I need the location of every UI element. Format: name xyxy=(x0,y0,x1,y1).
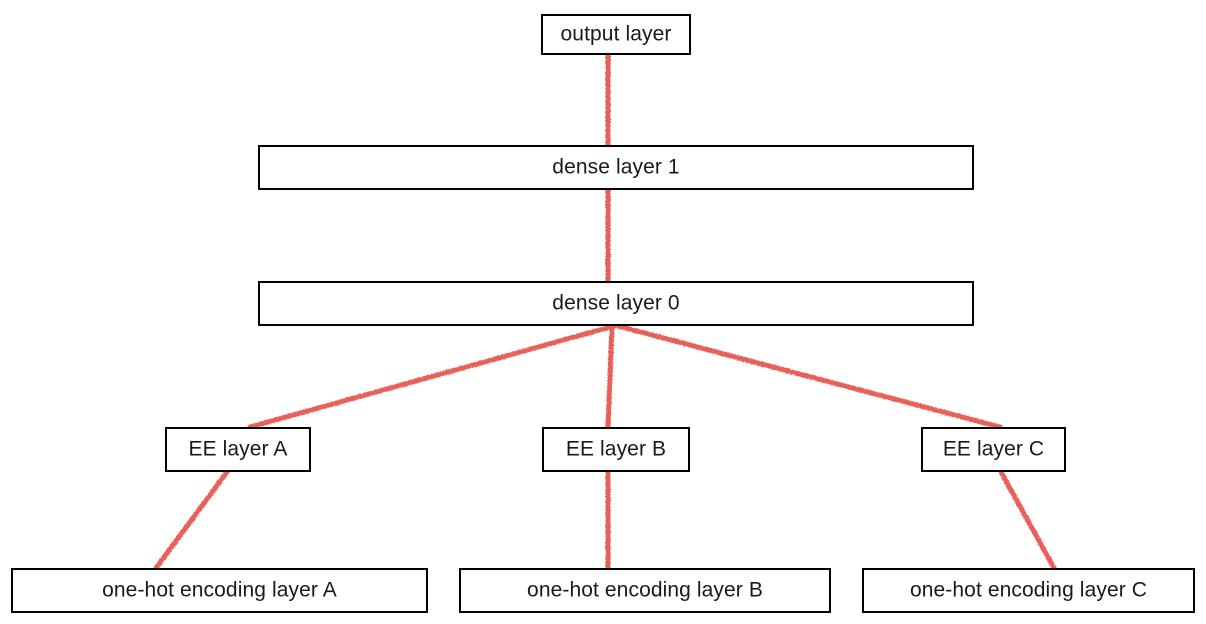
node-label-ee-layer-b: EE layer B xyxy=(565,437,667,461)
node-dense-layer-1[interactable]: dense layer 1 xyxy=(258,145,974,190)
node-one-hot-encoding-layer-c[interactable]: one-hot encoding layer C xyxy=(862,568,1195,613)
node-one-hot-encoding-layer-a[interactable]: one-hot encoding layer A xyxy=(11,568,428,613)
node-ee-layer-c[interactable]: EE layer C xyxy=(921,427,1066,472)
node-ee-layer-b[interactable]: EE layer B xyxy=(542,427,690,472)
node-label-ee-layer-a: EE layer A xyxy=(188,437,288,461)
edge-ee-b-to-dense0 xyxy=(605,323,615,430)
edge-ee-a-to-dense0 xyxy=(247,323,617,430)
node-label-dense-layer-1: dense layer 1 xyxy=(552,155,680,179)
node-one-hot-encoding-layer-b[interactable]: one-hot encoding layer B xyxy=(459,568,831,613)
node-label-dense-layer-0: dense layer 0 xyxy=(552,291,680,315)
edge-ee-c-to-dense0 xyxy=(615,323,1003,430)
node-dense-layer-0[interactable]: dense layer 0 xyxy=(258,281,974,326)
node-ee-layer-a[interactable]: EE layer A xyxy=(165,427,311,472)
node-label-one-hot-encoding-layer-b: one-hot encoding layer B xyxy=(527,578,763,602)
node-label-ee-layer-c: EE layer C xyxy=(942,437,1045,461)
edge-onehot-c-to-ee-c xyxy=(998,469,1057,571)
node-label-one-hot-encoding-layer-a: one-hot encoding layer A xyxy=(102,578,337,602)
node-label-one-hot-encoding-layer-c: one-hot encoding layer C xyxy=(909,578,1148,602)
node-label-output-layer: output layer xyxy=(560,22,672,46)
node-output-layer[interactable]: output layer xyxy=(541,14,691,55)
edge-onehot-a-to-ee-a xyxy=(153,469,230,571)
